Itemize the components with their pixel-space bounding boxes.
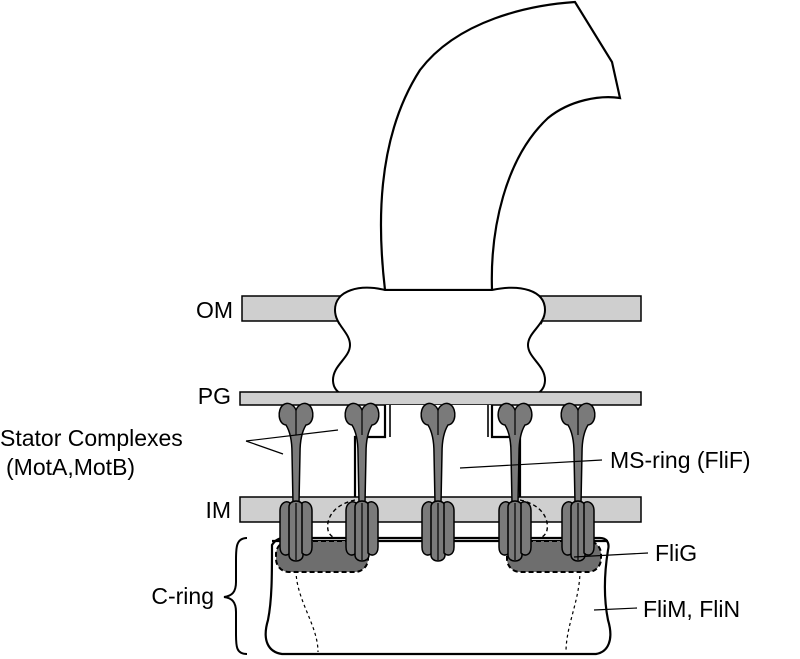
hook-filament xyxy=(379,0,622,292)
label-flim-flin: FliM, FliN xyxy=(643,596,740,622)
label-im: IM xyxy=(205,497,231,523)
rod-lp-ring xyxy=(331,286,547,400)
leader-stator-a xyxy=(245,429,339,442)
label-ms-ring: MS-ring (FliF) xyxy=(610,447,751,473)
label-om: OM xyxy=(196,297,233,323)
label-stator-line2: (MotA,MotB) xyxy=(6,454,135,480)
stator-unit-5 xyxy=(560,402,596,562)
leader-flim xyxy=(593,607,638,611)
leader-stator-b xyxy=(245,440,284,455)
label-pg: PG xyxy=(198,383,231,409)
rod-dashed-right xyxy=(539,309,546,327)
c-ring-divider-left xyxy=(295,569,319,653)
rod-dashed-left xyxy=(334,309,341,327)
leader-flig xyxy=(573,552,649,558)
label-stator-line1: Stator Complexes xyxy=(0,425,183,451)
c-ring-brace xyxy=(223,537,248,655)
label-c-ring: C-ring xyxy=(151,583,214,609)
leader-ms-ring xyxy=(459,459,603,469)
c-ring-divider-right xyxy=(565,569,581,653)
stator-unit-1 xyxy=(278,402,314,562)
peptidoglycan-layer xyxy=(239,391,642,406)
label-flig: FliG xyxy=(655,540,697,566)
